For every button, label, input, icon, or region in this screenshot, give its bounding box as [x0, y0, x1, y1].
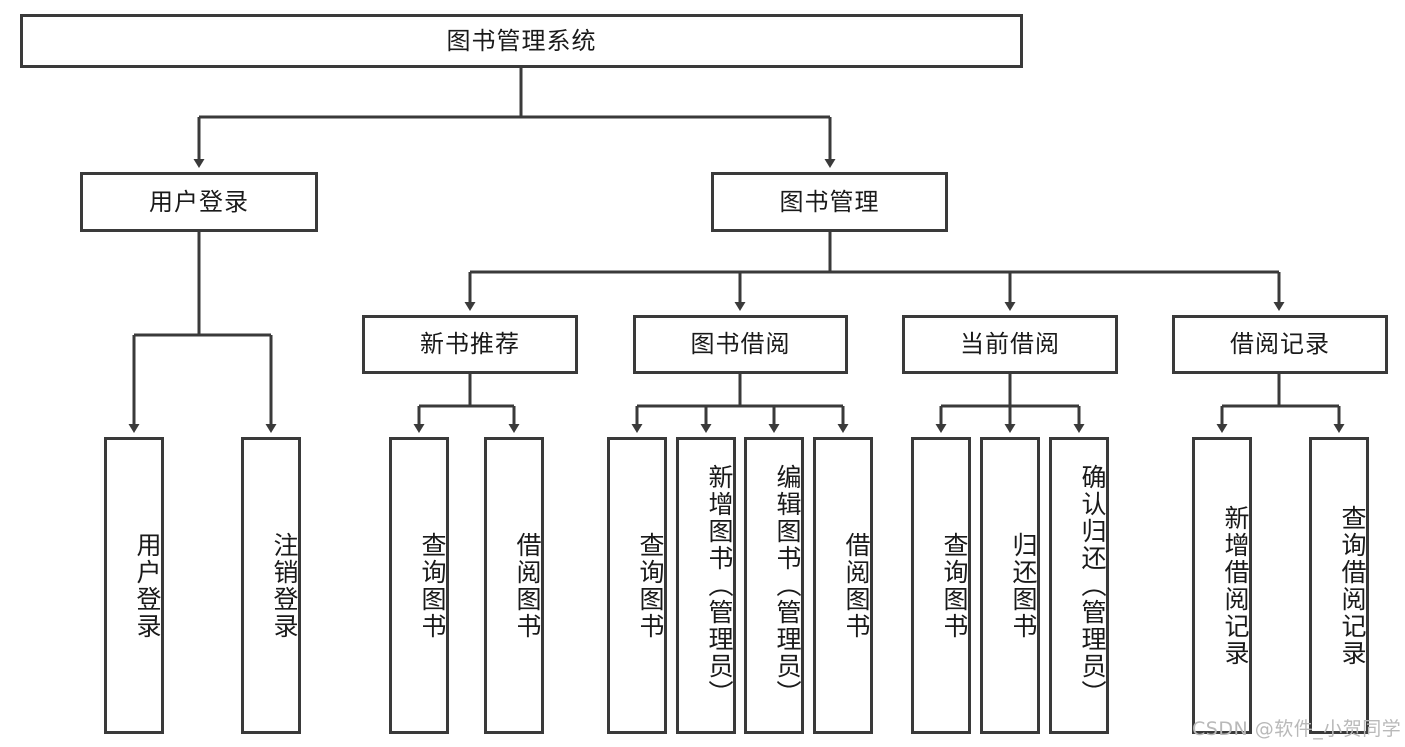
node-current-borrow[interactable]: 当前借阅 [902, 315, 1118, 374]
node-borrow-record[interactable]: 借阅记录 [1172, 315, 1388, 374]
node-label: 图书借阅 [690, 330, 791, 359]
node-label: 新书推荐 [420, 330, 520, 359]
node-label: 新增图书（管理员） [705, 464, 734, 707]
node-label: 确认归还（管理员） [1078, 464, 1107, 707]
node-label: 用户登录 [149, 187, 249, 216]
node-leaf-edit-book-admin[interactable]: 编辑图书（管理员） [744, 437, 804, 734]
node-leaf-add-borrow-record[interactable]: 新增借阅记录 [1192, 437, 1252, 734]
node-label: 归还图书 [1009, 531, 1038, 640]
node-leaf-user-logout[interactable]: 注销登录 [241, 437, 301, 734]
node-label: 图书管理系统 [446, 26, 597, 55]
node-label: 借阅记录 [1230, 330, 1330, 359]
node-leaf-return-book[interactable]: 归还图书 [980, 437, 1040, 734]
node-leaf-query-book-current[interactable]: 查询图书 [911, 437, 971, 734]
node-leaf-query-borrow-record[interactable]: 查询借阅记录 [1309, 437, 1369, 734]
node-user-login[interactable]: 用户登录 [80, 172, 318, 232]
node-label: 新增借阅记录 [1221, 504, 1250, 667]
node-label: 编辑图书（管理员） [773, 464, 802, 707]
node-label: 借阅图书 [842, 531, 871, 640]
node-label: 当前借阅 [960, 330, 1060, 359]
node-book-management[interactable]: 图书管理 [711, 172, 948, 232]
node-label: 注销登录 [270, 531, 299, 640]
node-leaf-query-book-borrow[interactable]: 查询图书 [607, 437, 667, 734]
node-label: 图书管理 [779, 187, 880, 216]
node-leaf-borrow-book-recommend[interactable]: 借阅图书 [484, 437, 544, 734]
node-new-book-recommend[interactable]: 新书推荐 [362, 315, 578, 374]
node-leaf-add-book-admin[interactable]: 新增图书（管理员） [676, 437, 736, 734]
node-leaf-query-book-recommend[interactable]: 查询图书 [389, 437, 449, 734]
node-leaf-borrow-book[interactable]: 借阅图书 [813, 437, 873, 734]
node-label: 用户登录 [133, 531, 162, 640]
node-leaf-confirm-return-admin[interactable]: 确认归还（管理员） [1049, 437, 1109, 734]
watermark-text: CSDN @软件_小贺同学 [1192, 718, 1402, 740]
node-leaf-user-login[interactable]: 用户登录 [104, 437, 164, 734]
node-label: 查询借阅记录 [1338, 504, 1367, 667]
node-label: 查询图书 [940, 531, 969, 640]
node-label: 查询图书 [636, 531, 665, 640]
node-book-borrow[interactable]: 图书借阅 [633, 315, 848, 374]
node-label: 借阅图书 [513, 531, 542, 640]
node-root-book-management-system[interactable]: 图书管理系统 [20, 14, 1023, 68]
node-label: 查询图书 [418, 531, 447, 640]
